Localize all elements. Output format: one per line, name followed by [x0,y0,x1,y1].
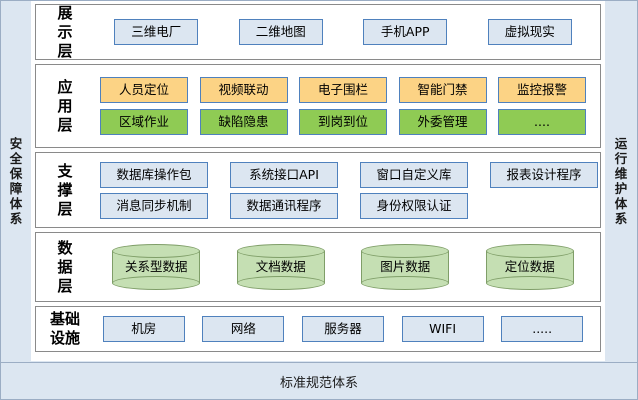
node-box[interactable]: 到岗到位 [299,109,387,135]
cylinder-bottom-ellipse [361,276,450,290]
layer-label-presentation: 展示层 [36,3,94,60]
standards-bottom-bar: 标准规范体系 [1,362,637,399]
node-box[interactable]: 监控报警 [498,77,586,103]
layer-label-text: 基础设施 [49,310,80,347]
layer-body-presentation: 三维电厂 二维地图 手机APP 虚拟现实 [94,5,600,59]
node-box[interactable]: ..... [501,316,584,342]
node-box[interactable]: 区域作业 [100,109,188,135]
cylinder-label: 图片数据 [380,259,431,274]
node-box[interactable]: 二维地图 [238,19,323,45]
cylinder-top-ellipse [485,244,574,258]
layer-label-text: 数据层 [57,238,73,295]
layer-label-text: 支撑层 [57,161,73,218]
node-row: 关系型数据 文档数据 图片数据 [94,244,592,290]
node-box[interactable]: 虚拟现实 [487,19,572,45]
layer-body-infrastructure: 机房 网络 服务器 WIFI ..... [94,307,600,351]
cylinder-label: 文档数据 [255,259,306,274]
cylinder-bottom-ellipse [485,276,574,290]
layer-label-support: 支撑层 [36,153,94,227]
node-box[interactable]: 三维电厂 [114,19,199,45]
layer-label-application: 应用层 [36,65,94,147]
layer-label-data: 数据层 [36,233,94,301]
node-box[interactable]: 数据通讯程序 [230,192,338,219]
standards-bottom-bar-label: 标准规范体系 [279,375,358,391]
node-box[interactable]: WIFI [401,316,484,342]
layer-body-application: 人员定位 视频联动 电子围栏 智能门禁 监控报警 区域作业 缺陷隐患 到岗到位 … [94,65,600,147]
node-box[interactable]: 机房 [102,316,185,342]
node-box[interactable]: 数据库操作包 [100,161,208,188]
node-box[interactable]: .... [498,109,586,135]
node-box[interactable]: 身份权限认证 [360,192,468,219]
node-box[interactable]: 人员定位 [100,77,188,103]
node-box[interactable]: 外委管理 [398,109,487,135]
cylinder-bottom-ellipse [236,276,325,290]
cylinder-top-ellipse [361,244,450,258]
right-side-band-label: 运行维护体系 [614,136,628,226]
node-box[interactable]: 智能门禁 [398,77,487,103]
database-cylinder[interactable]: 定位数据 [485,244,574,290]
node-box[interactable]: 缺陷隐患 [199,109,288,135]
layer-label-infrastructure: 基础设施 [36,307,94,351]
node-box[interactable]: 视频联动 [199,77,288,103]
layer-label-text: 应用层 [57,77,73,134]
node-box[interactable]: 系统接口API [230,161,338,188]
layer-body-support: 数据库操作包 系统接口API 窗口自定义库 报表设计程序 消息同步机制 数据通讯… [94,153,612,227]
layer-support: 支撑层 数据库操作包 系统接口API 窗口自定义库 报表设计程序 消息同步机制 … [35,152,601,228]
node-row: 区域作业 缺陷隐患 到岗到位 外委管理 .... [94,109,592,135]
layer-label-text: 展示层 [57,3,73,60]
node-box[interactable]: 窗口自定义库 [360,161,468,188]
node-box[interactable]: 电子围栏 [299,77,387,103]
layer-stack: 展示层 三维电厂 二维地图 手机APP 虚拟现实 应用层 人员定位 视频联动 [31,1,605,361]
node-box[interactable]: 服务器 [301,316,384,342]
node-row: 三维电厂 二维地图 手机APP 虚拟现实 [94,19,592,45]
cylinder-top-ellipse [112,244,201,258]
node-box[interactable]: 网络 [202,316,285,342]
node-row: 人员定位 视频联动 电子围栏 智能门禁 监控报警 [94,77,592,103]
node-row: 消息同步机制 数据通讯程序 身份权限认证 [94,192,604,219]
node-row: 数据库操作包 系统接口API 窗口自定义库 报表设计程序 [94,161,604,188]
cylinder-label: 关系型数据 [124,259,188,274]
layer-infrastructure: 基础设施 机房 网络 服务器 WIFI ..... [35,306,601,352]
left-side-band-label: 安全保障体系 [9,136,23,226]
database-cylinder[interactable]: 关系型数据 [112,244,201,290]
right-side-band-operations: 运行维护体系 [605,1,637,361]
cylinder-top-ellipse [236,244,325,258]
node-box[interactable]: 消息同步机制 [100,192,208,219]
database-cylinder[interactable]: 图片数据 [361,244,450,290]
database-cylinder[interactable]: 文档数据 [236,244,325,290]
cylinder-bottom-ellipse [112,276,201,290]
layer-application: 应用层 人员定位 视频联动 电子围栏 智能门禁 监控报警 区域作业 缺陷隐患 到… [35,64,601,148]
layer-presentation: 展示层 三维电厂 二维地图 手机APP 虚拟现实 [35,4,601,60]
left-side-band-security: 安全保障体系 [1,1,31,361]
layer-data: 数据层 关系型数据 文档数据 [35,232,601,302]
cylinder-label: 定位数据 [504,259,555,274]
node-box[interactable]: 手机APP [363,19,448,45]
node-box[interactable]: 报表设计程序 [490,161,598,188]
layer-body-data: 关系型数据 文档数据 图片数据 [94,233,600,301]
node-row: 机房 网络 服务器 WIFI ..... [94,316,592,342]
